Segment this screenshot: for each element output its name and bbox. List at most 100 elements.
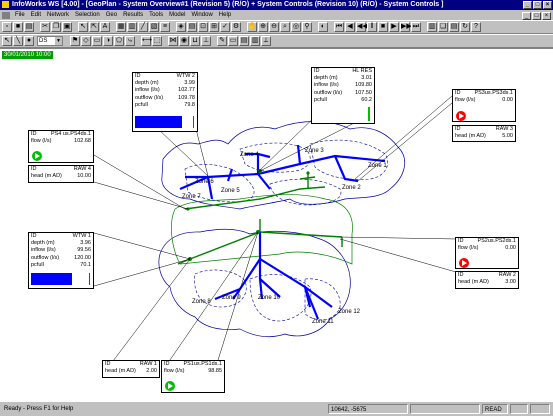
text-icon[interactable]: A [100,22,110,32]
lower-zone-boundary [158,228,351,338]
flag-icon[interactable]: ⚑ [70,36,80,46]
paste-icon[interactable]: ▣ [62,22,72,32]
hydrant-icon[interactable]: ⊥ [201,36,211,46]
label-icon[interactable]: ▭ [92,36,102,46]
menu-model[interactable]: Model [169,12,186,18]
save-icon[interactable]: ■ [13,22,23,32]
lock-icon[interactable]: ⊡ [198,22,208,32]
cut-icon[interactable]: ✂ [40,22,50,32]
prev-step-icon[interactable]: ◀ [345,22,355,32]
zone-9-label: Zone 9 [222,295,241,301]
select-icon[interactable]: ↖ [78,22,88,32]
pause-icon[interactable]: ‖ [367,22,377,32]
menu-help[interactable]: Help [218,12,232,18]
window-title: InfoWorks WS [4.00] - [GeoPlan - System … [12,1,444,8]
menu-tools[interactable]: Tools [149,12,164,18]
window-icon[interactable]: ▭ [228,36,238,46]
scale-icon[interactable]: ⟂ [261,36,271,46]
ps3-flow-value: 0.00 [502,97,513,104]
back-icon[interactable]: ◐ [318,22,328,32]
validate-icon[interactable]: ✓ [220,22,230,32]
window-list-icon[interactable]: ▤ [449,22,459,32]
stop-icon[interactable]: ■ [378,22,388,32]
network-icon[interactable]: ⊞ [209,22,219,32]
zoom-in-icon[interactable]: ⊕ [258,22,268,32]
menu-file[interactable]: File [15,12,25,18]
mdi-minimize-button[interactable]: _ [522,12,531,20]
zoom-out-icon[interactable]: ⊖ [269,22,279,32]
new-icon[interactable]: ▫ [2,22,12,32]
help-icon[interactable]: ? [471,22,481,32]
mdi-restore-button[interactable]: □ [532,12,541,20]
table-icon[interactable]: ▥ [127,22,137,32]
geoplan-canvas[interactable]: 30/01/2010 10:00 [0,48,553,402]
pipe-tool-icon[interactable]: ╲ [13,36,23,46]
pointer-icon[interactable]: ⇱ [89,22,99,32]
menu-edit[interactable]: Edit [30,12,42,18]
run-icon[interactable]: ⚙ [231,22,241,32]
menu-network[interactable]: Network [47,12,70,18]
trace-icon[interactable]: ⤷ [125,36,135,46]
legend-icon[interactable]: ▤ [239,36,249,46]
hlres-pcfull-label: pcfull [314,96,327,103]
menu-geo[interactable]: Geo [105,12,118,18]
mdi-close-button[interactable]: × [542,12,551,20]
reservoir-icon[interactable]: ⊔ [190,36,200,46]
tile-icon[interactable]: ▥ [427,22,437,32]
graph-icon[interactable]: ╱ [138,22,148,32]
pump-icon[interactable]: ◉ [179,36,189,46]
menu-window[interactable]: Window [191,12,213,18]
ps3-flow-label: flow (l/s) [455,97,476,104]
tag-icon[interactable]: ◇ [81,36,91,46]
next-step-icon[interactable]: ▶▶ [400,22,412,32]
rewind-icon[interactable]: ◀◀ [356,22,368,32]
layers-icon[interactable]: ◈ [176,22,186,32]
maximize-button[interactable]: □ [533,1,542,9]
refresh-icon[interactable]: ↻ [460,22,470,32]
wtw2-level-bar [135,116,183,128]
polygon-icon[interactable]: ⬠ [114,36,124,46]
chart-tool-icon[interactable]: ▥ [250,36,260,46]
pan-icon[interactable]: ✋ [247,22,257,32]
zoom-full-icon[interactable]: ◎ [291,22,301,32]
arrow-icon[interactable]: ↖ [2,36,12,46]
document-icon[interactable] [2,11,10,19]
play-icon[interactable]: ▶ [389,22,399,32]
select-area-icon[interactable]: ⬚ [152,36,162,46]
zoom-window-icon[interactable]: ⌕ [280,22,290,32]
last-step-icon[interactable]: ⏭ [411,22,421,32]
zone-boundary-dashed-1 [184,164,255,203]
valve-icon[interactable]: ⋈ [168,36,178,46]
node-tool-icon[interactable]: ● [24,36,34,46]
cascade-icon[interactable]: ❏ [438,22,448,32]
close-button[interactable]: × [543,1,552,9]
find-icon[interactable]: ⚲ [302,22,312,32]
copy-icon[interactable]: ❐ [51,22,61,32]
minimize-button[interactable]: _ [523,1,532,9]
print-icon[interactable]: ▤ [24,22,34,32]
ds-selector[interactable]: DS▼ [37,36,63,46]
measure-icon[interactable]: ⟷ [141,36,153,46]
chart-icon[interactable]: ▧ [149,22,159,32]
theme-icon[interactable]: ◑ [103,36,113,46]
hlres-inflow-label: inflow (l/s) [314,82,339,89]
menu-results[interactable]: Results [123,12,144,18]
annotate-icon[interactable]: ✎ [217,36,227,46]
properties-icon[interactable]: ▤ [187,22,197,32]
grid-icon[interactable]: ▦ [116,22,126,32]
upper-pipe-network [179,144,386,200]
first-step-icon[interactable]: ⏮ [334,22,344,32]
menu-selection[interactable]: Selection [75,12,100,18]
profile-icon[interactable]: ≡ [160,22,170,32]
